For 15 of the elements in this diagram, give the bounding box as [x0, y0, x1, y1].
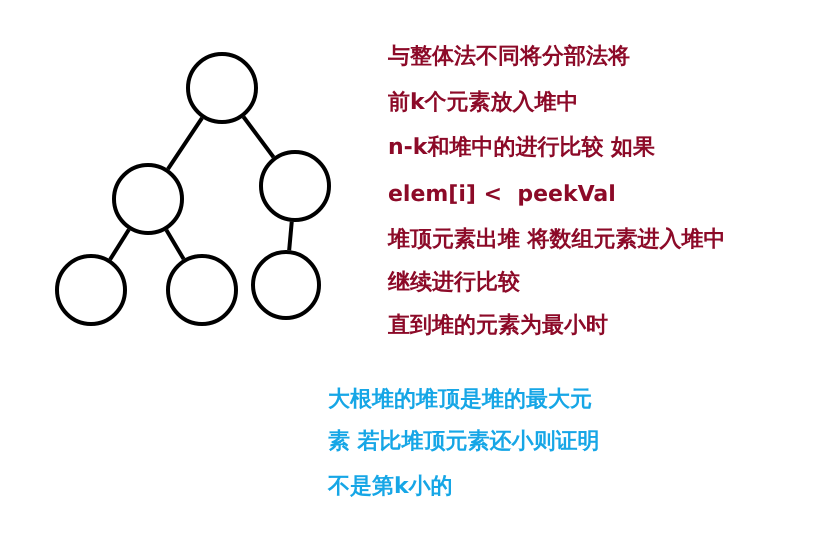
tree-edge [242, 116, 276, 158]
tree-edge [287, 222, 294, 250]
note-text: 前k个元素放入堆中 [388, 89, 579, 117]
note-text: 不是第k小的 [328, 473, 453, 501]
note-text: 继续进行比较 [388, 269, 520, 297]
note-text: 与整体法不同将分部法将 [388, 43, 630, 71]
note-text: 大根堆的堆顶是堆的最大元 [328, 386, 592, 414]
note-text: 直到堆的元素为最小时 [388, 312, 608, 340]
tree-edge [108, 228, 131, 261]
tree-edge [166, 116, 204, 170]
note-text: 素 若比堆顶元素还小则证明 [328, 428, 600, 456]
note-text: n-k和堆中的进行比较 如果 [388, 134, 656, 162]
note-text: elem[i] < peekVal [388, 181, 616, 209]
note-text: 堆顶元素出堆 将数组元素进入堆中 [388, 226, 726, 254]
tree-edge [164, 228, 186, 260]
